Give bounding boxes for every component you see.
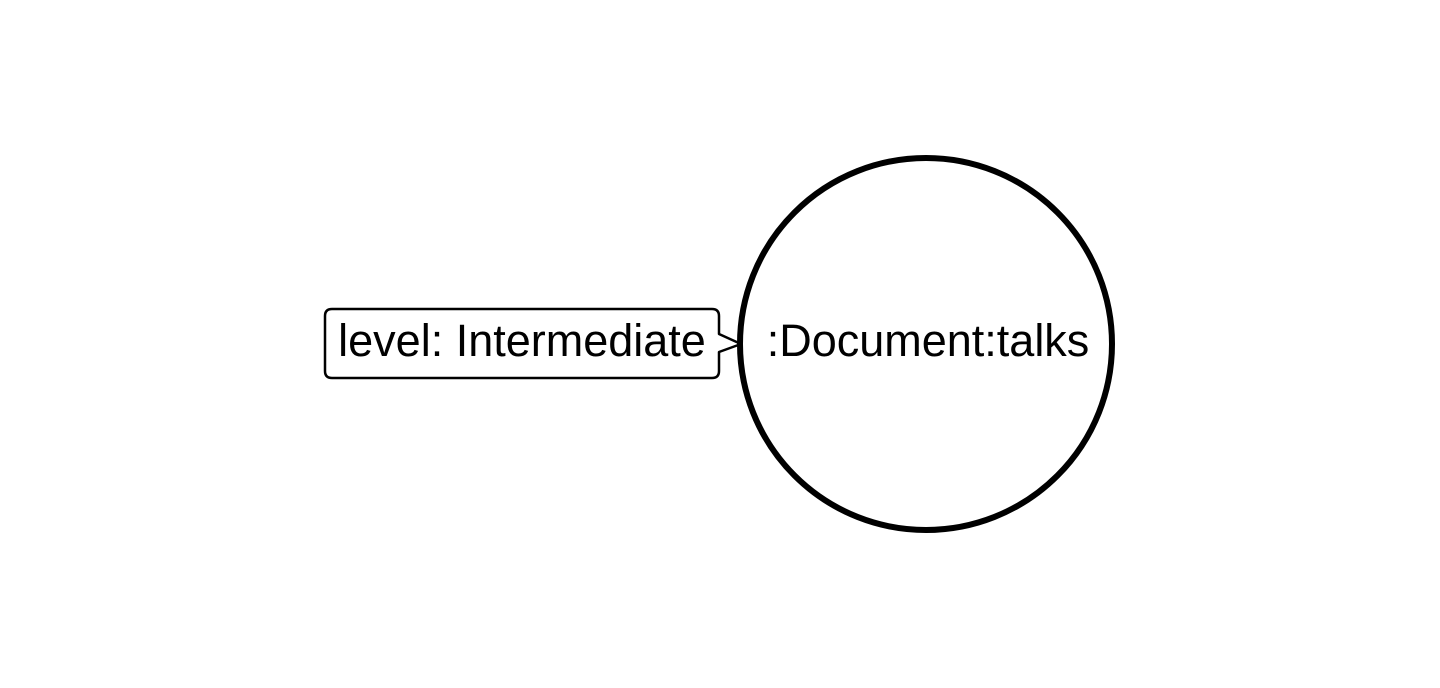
property-callout[interactable] bbox=[323, 307, 743, 380]
node-label: :Document:talks bbox=[767, 315, 1090, 366]
property-label: level: Intermediate bbox=[338, 315, 706, 366]
